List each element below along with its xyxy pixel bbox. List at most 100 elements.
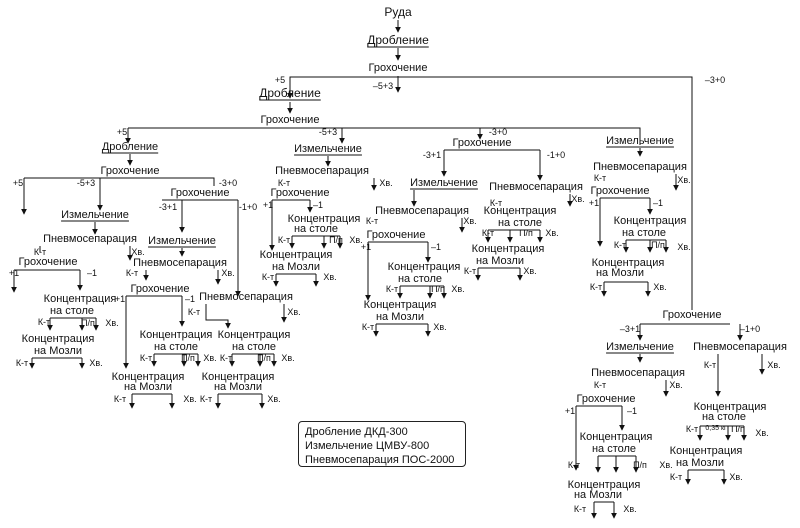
kt-label: К-т xyxy=(704,360,716,370)
kt-label: К-т xyxy=(140,353,152,363)
fraction-label: –5+3 xyxy=(373,81,393,91)
node-conc-b2: Концентрация xyxy=(112,371,185,383)
node-ore: Руда xyxy=(384,5,412,19)
node-conc-e: Концентрация xyxy=(388,261,461,273)
node-conc-c: Концентрация xyxy=(218,329,291,341)
legend-item-mill: Измельчение ЦМВУ-800 xyxy=(305,440,430,452)
fraction-label: -3+1 xyxy=(159,202,177,212)
tail-label: Хв. xyxy=(105,318,118,328)
node-grinding-b: Измельчение xyxy=(148,235,216,247)
node-screening-10: Грохочение xyxy=(591,185,650,197)
tail-label: Хв. xyxy=(203,353,216,363)
kt-label: К-т xyxy=(568,460,580,470)
kt-label: К-т xyxy=(386,284,398,294)
node-pneumo-e: Пневмосепарация xyxy=(375,205,469,217)
node-pneumo-b: Пневмосепарация xyxy=(133,257,227,269)
node-conc-f-table: на столе xyxy=(498,217,542,229)
kt-label: К-т xyxy=(594,380,606,390)
node-screening-7: Грохочение xyxy=(271,187,330,199)
legend-item-separator: Пневмосепарация ПОС-2000 xyxy=(305,454,455,466)
node-conc-i: Концентрация xyxy=(694,401,767,413)
node-mozley-h: на Мозли xyxy=(574,489,622,501)
fraction-label: +1 xyxy=(589,198,599,208)
node-crushing-1: Дробление xyxy=(367,33,429,47)
node-screening-11: Грохочение xyxy=(663,309,722,321)
node-mozley-d: на Мозли xyxy=(272,261,320,273)
fraction-label: -1+0 xyxy=(547,150,565,160)
node-crushing-3: Дробление xyxy=(102,141,158,153)
tail-label: Хв. xyxy=(281,353,294,363)
middleproduct-label: П/п xyxy=(651,240,665,250)
node-conc-i2: Концентрация xyxy=(670,445,743,457)
node-mozley-a: на Мозли xyxy=(34,345,82,357)
tail-label: Хв. xyxy=(767,360,780,370)
node-conc-g: Концентрация xyxy=(614,215,687,227)
tail-label: Хв. xyxy=(323,272,336,282)
kt-label: К-т xyxy=(114,394,126,404)
fraction-label: –1+0 xyxy=(740,324,760,334)
kt-label: К-т xyxy=(278,178,290,188)
node-conc-d: Концентрация xyxy=(288,213,361,225)
kt-label: К-т xyxy=(34,247,46,257)
fraction-label: +1 xyxy=(263,200,273,210)
tail-label: Хв. xyxy=(221,268,234,278)
node-conc-d2: Концентрация xyxy=(260,249,333,261)
fraction-label: +1 xyxy=(565,406,575,416)
node-conc-c2: Концентрация xyxy=(202,371,275,383)
kt-label: К-т xyxy=(262,272,274,282)
middleproduct-label: П/п xyxy=(519,228,533,238)
node-conc-e2: Концентрация xyxy=(364,299,437,311)
node-pneumo-h: Пневмосепарация xyxy=(591,367,685,379)
node-conc-c-table: на столе xyxy=(232,341,276,353)
tail-label: Хв. xyxy=(349,235,362,245)
tail-label: Хв. xyxy=(571,194,584,204)
kt-label: К-т xyxy=(38,317,50,327)
tail-label: Хв. xyxy=(379,178,392,188)
node-conc-a2: Концентрация xyxy=(22,333,95,345)
node-mozley-c: на Мозли xyxy=(214,381,262,393)
fraction-label: +5 xyxy=(13,178,23,188)
fraction-label: +1 xyxy=(115,294,125,304)
node-pneumo-a: Пневмосепарация xyxy=(43,233,137,245)
kt-label: К-т xyxy=(590,282,602,292)
kt-label: К-т xyxy=(614,240,626,250)
fraction-label: -5+3 xyxy=(319,127,337,137)
node-grinding-f: Измельчение xyxy=(606,341,674,353)
node-screening-1: Грохочение xyxy=(369,62,428,74)
fraction-label: –3+0 xyxy=(705,75,725,85)
tail-label: Хв. xyxy=(659,460,672,470)
kt-label: К-т xyxy=(574,504,586,514)
fraction-label: -5+3 xyxy=(77,178,95,188)
middleproduct-label: П/п xyxy=(257,353,271,363)
node-conc-d-table: на столе xyxy=(294,223,338,235)
tail-label: Хв. xyxy=(183,394,196,404)
kt-label: К-т xyxy=(670,472,682,482)
flow-line xyxy=(205,304,231,329)
node-conc-g-table: на столе xyxy=(622,227,666,239)
node-conc-h2: Концентрация xyxy=(568,479,641,491)
node-mozley-f: на Мозли xyxy=(476,255,524,267)
fraction-label: -3+1 xyxy=(423,150,441,160)
kt-label: К-т xyxy=(220,353,232,363)
tail-label: Хв. xyxy=(729,472,742,482)
node-pneumo-c: Пневмосепарация xyxy=(199,291,293,303)
node-mozley-i: на Мозли xyxy=(676,457,724,469)
fraction-label: –3+1 xyxy=(620,324,640,334)
fraction-label: –1 xyxy=(653,198,663,208)
fraction-label: –1 xyxy=(627,406,637,416)
equipment-legend: Дробление ДКД-300 Измельчение ЦМВУ-800 П… xyxy=(298,421,466,467)
node-screening-4: Грохочение xyxy=(171,187,230,199)
fraction-label: +1 xyxy=(9,268,19,278)
node-conc-e-table: на столе xyxy=(398,273,442,285)
tail-label: Хв. xyxy=(433,322,446,332)
kt-label: К-т xyxy=(362,322,374,332)
kt-label: К-т xyxy=(490,198,502,208)
node-conc-i-table: на столе xyxy=(702,411,746,423)
node-conc-f: Концентрация xyxy=(484,205,557,217)
fraction-label: +5 xyxy=(117,127,127,137)
node-conc-a: Концентрация xyxy=(44,293,117,305)
tail-label: Хв. xyxy=(653,282,666,292)
node-crushing-2: Дробление xyxy=(259,86,321,100)
node-screening-8: Грохочение xyxy=(453,137,512,149)
